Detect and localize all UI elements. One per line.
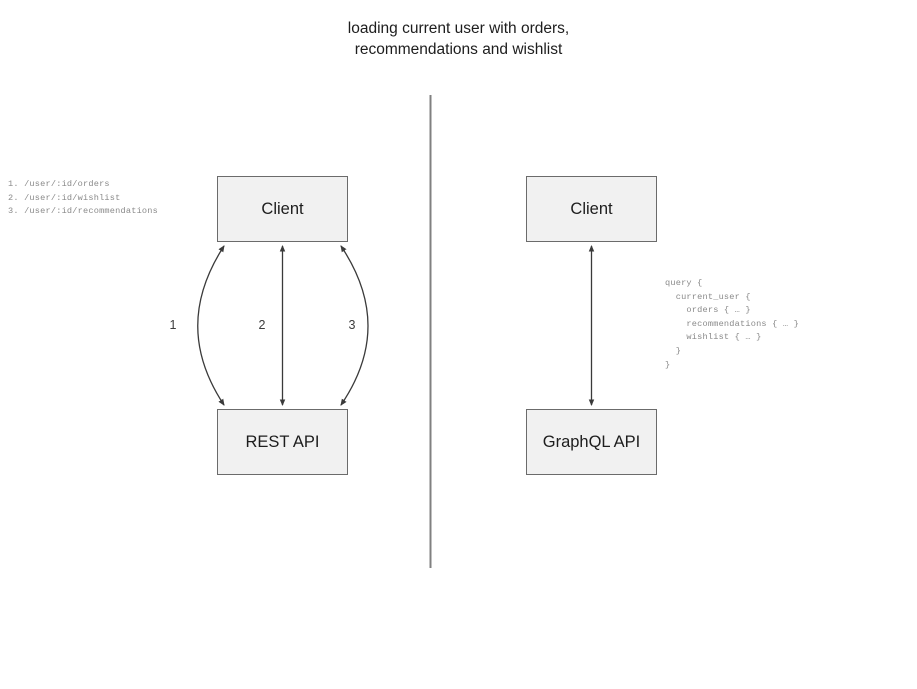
connector-edge-3 [340, 245, 369, 406]
node-graphql-api-label: GraphQL API [542, 432, 641, 451]
edge-label-3: 3 [348, 318, 356, 332]
edge-label-2: 2 [258, 318, 266, 332]
node-rest-api[interactable]: REST API [217, 409, 348, 475]
edge-label-1: 1 [169, 318, 177, 332]
node-rest-api-label: REST API [245, 432, 320, 451]
node-client-graphql[interactable]: Client [526, 176, 657, 242]
graphql-query-snippet: query { current_user { orders { … } reco… [665, 278, 799, 370]
page-title: loading current user with orders, recomm… [347, 20, 570, 58]
rest-endpoint-list: 1. /user/:id/orders 2. /user/:id/wishlis… [8, 179, 158, 217]
node-graphql-api[interactable]: GraphQL API [526, 409, 657, 475]
node-client-rest-label: Client [261, 199, 304, 218]
node-client-rest[interactable]: Client [217, 176, 348, 242]
node-client-graphql-label: Client [570, 199, 613, 218]
connector-edge-1 [197, 245, 225, 406]
